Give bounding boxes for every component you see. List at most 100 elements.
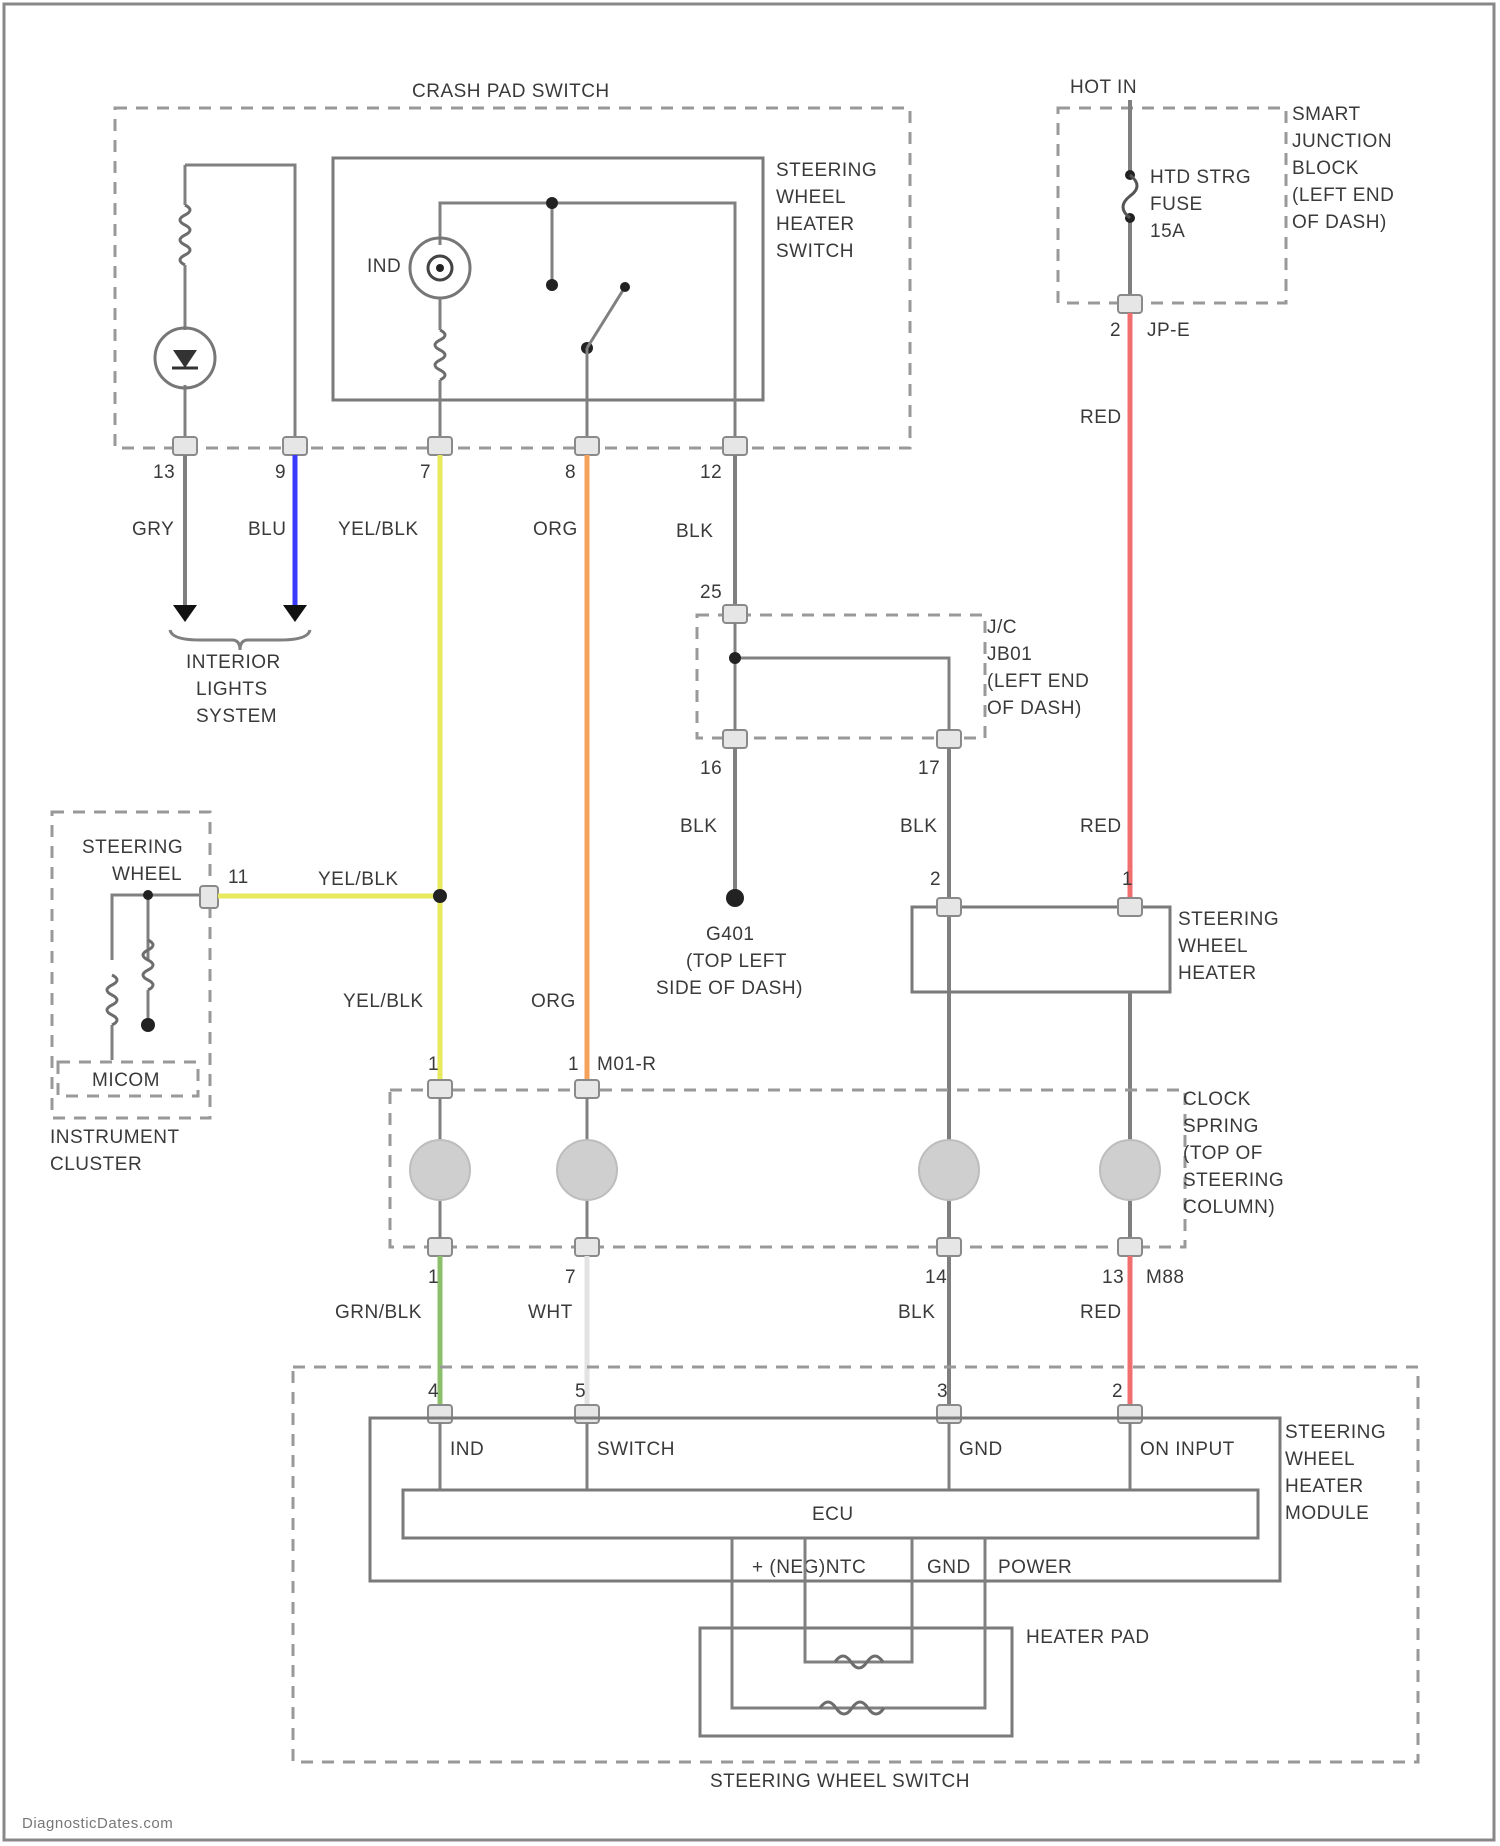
- heater-label-2: WHEEL: [1178, 936, 1248, 957]
- sjb-label-3: BLOCK: [1292, 158, 1359, 179]
- heater-module-label-4: MODULE: [1285, 1503, 1369, 1524]
- wire-label-yel-blk-3: YEL/BLK: [318, 869, 399, 890]
- clock-spring-reels-icon: [410, 1140, 1160, 1200]
- jc-connectors: [723, 605, 961, 748]
- yel-blk-splice: [433, 889, 447, 903]
- jc-label-3: (LEFT END: [987, 671, 1089, 692]
- jc-label-2: JB01: [987, 644, 1032, 665]
- pin-11: 11: [228, 867, 249, 888]
- heater-pad-box: [700, 1628, 1012, 1736]
- wire-label-blk-4: BLK: [898, 1302, 935, 1323]
- illum-circuit: [185, 165, 295, 445]
- wire-label-org-1: ORG: [533, 519, 578, 540]
- fuse-label-2: FUSE: [1150, 194, 1203, 215]
- clock-spring-label-2: SPRING: [1183, 1116, 1259, 1137]
- pin-8: 8: [565, 462, 576, 483]
- module-pin-gnd: GND: [959, 1439, 1003, 1460]
- pin-2-jpe: 2: [1110, 320, 1121, 341]
- pin-7: 7: [420, 462, 431, 483]
- watermark: DiagnosticDates.com: [22, 1815, 173, 1832]
- pin-13-red: 13: [1102, 1267, 1124, 1288]
- wire-label-wht: WHT: [528, 1302, 573, 1323]
- pin-1-cs-a: 1: [428, 1054, 439, 1075]
- arrow-blu-icon: [283, 605, 307, 622]
- switch-tip: [620, 282, 630, 292]
- clock-spring-label-3: (TOP OF: [1183, 1143, 1263, 1164]
- pin-1-cs-b: 1: [568, 1054, 579, 1075]
- wire-label-blk-1: BLK: [676, 521, 713, 542]
- jc-box: [697, 615, 985, 738]
- module-bottom-power: POWER: [998, 1557, 1072, 1578]
- pin-1-heater: 1: [1122, 869, 1133, 890]
- pin-2-module: 2: [1112, 1381, 1123, 1402]
- indicator-coil-icon: [435, 330, 445, 380]
- cluster-circuit: [112, 895, 200, 960]
- heater-pad-label: HEATER PAD: [1026, 1627, 1150, 1648]
- pin-4: 4: [428, 1381, 439, 1402]
- wire-label-yel-blk-1: YEL/BLK: [338, 519, 419, 540]
- pin-3: 3: [937, 1381, 948, 1402]
- heater-label-1: STEERING: [1178, 909, 1279, 930]
- hot-in-label: HOT IN: [1070, 77, 1137, 98]
- switch-node-top: [546, 197, 558, 209]
- wire-label-yel-blk-2: YEL/BLK: [343, 991, 424, 1012]
- ind-label: IND: [367, 256, 401, 277]
- jc-label-4: OF DASH): [987, 698, 1082, 719]
- crash-pad-connectors: [173, 437, 747, 455]
- jc-splice: [729, 652, 741, 664]
- cluster-connector: [200, 886, 218, 908]
- module-pin-on-input: ON INPUT: [1140, 1439, 1235, 1460]
- jpe-connector: [1118, 295, 1142, 313]
- interior-lights-brace: [170, 630, 310, 650]
- cluster-ground-dot: [141, 1018, 155, 1032]
- clock-spring-label-5: COLUMN): [1183, 1197, 1275, 1218]
- illum-coil-icon: [180, 205, 190, 265]
- module-pin-ind: IND: [450, 1439, 484, 1460]
- steering-wheel-switch-label: STEERING WHEEL SWITCH: [710, 1771, 970, 1792]
- heater-switch-box: [333, 158, 763, 400]
- wire-label-blk-3: BLK: [900, 816, 937, 837]
- wire-label-org-2: ORG: [531, 991, 576, 1012]
- heater-label-3: HEATER: [1178, 963, 1257, 984]
- cluster-label-1: INSTRUMENT: [50, 1127, 180, 1148]
- crash-pad-switch-label: CRASH PAD SWITCH: [412, 81, 610, 102]
- wire-label-red-2: RED: [1080, 816, 1122, 837]
- pin-25: 25: [700, 582, 722, 603]
- pin-7-wht: 7: [565, 1267, 576, 1288]
- heater-module-label-3: HEATER: [1285, 1476, 1364, 1497]
- sjb-label-2: JUNCTION: [1292, 131, 1392, 152]
- clock-spring-box: [390, 1090, 1185, 1247]
- pin-16: 16: [700, 758, 722, 779]
- switch-blade-icon: [587, 287, 625, 348]
- jc-bus: [735, 623, 949, 730]
- module-pin-switch: SWITCH: [597, 1439, 675, 1460]
- micom-label: MICOM: [92, 1070, 160, 1091]
- fuse-icon: [1123, 175, 1137, 218]
- lamp-diode-icon: [173, 350, 197, 368]
- ground-label-2: (TOP LEFT: [686, 951, 787, 972]
- pin-17: 17: [918, 758, 940, 779]
- interior-lights-label-1: INTERIOR: [186, 652, 281, 673]
- heater-switch-label-4: SWITCH: [776, 241, 854, 262]
- jc-label-1: J/C: [987, 617, 1017, 638]
- fuse-label-1: HTD STRG: [1150, 167, 1251, 188]
- pin-12: 12: [700, 462, 722, 483]
- steering-wheel-label-2: WHEEL: [112, 864, 182, 885]
- wire-label-blk-2: BLK: [680, 816, 717, 837]
- switch-node-mid: [546, 279, 558, 291]
- module-pin-leads: [440, 1423, 1130, 1490]
- heater-switch-label-3: HEATER: [776, 214, 855, 235]
- heater-switch-label-2: WHEEL: [776, 187, 846, 208]
- heater-module-label-2: WHEEL: [1285, 1449, 1355, 1470]
- ground-label-1: G401: [706, 924, 754, 945]
- cluster-label-2: CLUSTER: [50, 1154, 142, 1175]
- steering-wheel-label-1: STEERING: [82, 837, 183, 858]
- module-bottom-ntc: + (NEG)NTC: [752, 1557, 866, 1578]
- sjb-label-4: (LEFT END: [1292, 185, 1394, 206]
- interior-lights-label-3: SYSTEM: [196, 706, 277, 727]
- sjb-label-1: SMART: [1292, 104, 1361, 125]
- pin-9: 9: [275, 462, 286, 483]
- pin-2-heater: 2: [930, 869, 941, 890]
- heater-switch-label-1: STEERING: [776, 160, 877, 181]
